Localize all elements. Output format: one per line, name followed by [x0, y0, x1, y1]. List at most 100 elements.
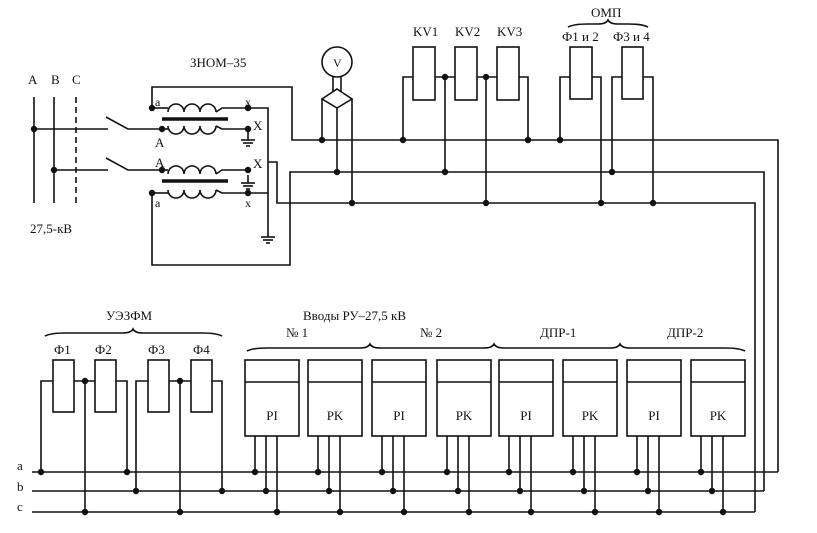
junction-dot — [244, 166, 252, 174]
junction-dot — [556, 136, 564, 144]
junction-dot — [244, 125, 252, 133]
junction-dot — [644, 487, 652, 495]
omp-relay-1 — [569, 46, 593, 100]
junction-dot — [482, 199, 490, 207]
voltmeter-icon — [321, 46, 353, 78]
relay-pi: PI — [626, 359, 682, 516]
junction-dot — [441, 168, 449, 176]
inputs-title: Вводы РУ–27,5 кВ — [303, 308, 406, 323]
junction-dot — [262, 487, 270, 495]
group-dpr2-label: ДПР-2 — [667, 325, 703, 340]
uezfm-f2: Ф2 — [95, 342, 112, 357]
bus-b-label: b — [17, 479, 24, 494]
relay-box — [562, 359, 618, 437]
junction-dot — [399, 136, 407, 144]
junction-dot — [50, 166, 58, 174]
t1-A-label: A — [155, 135, 165, 150]
wire — [215, 189, 248, 194]
return-wire-b — [151, 171, 765, 491]
junction-dot — [132, 487, 140, 495]
brace — [567, 18, 649, 28]
junction-dot — [708, 487, 716, 495]
junction-dot — [37, 468, 45, 476]
omp-item-2: Ф3 и 4 — [613, 29, 650, 44]
junction-dot — [123, 468, 131, 476]
transformer-1-primary-coil — [167, 125, 217, 135]
relay-box — [626, 359, 682, 437]
uezfm-title: УЭЗФМ — [106, 308, 153, 323]
junction-dot — [591, 508, 599, 516]
brace — [246, 342, 746, 352]
relay-pk: PK — [307, 359, 363, 516]
relay-pk: PK — [562, 359, 618, 516]
uezfm-relay-f3 — [147, 359, 170, 413]
junction-dot — [389, 487, 397, 495]
transformer-1-secondary-coil — [167, 103, 217, 113]
uezfm-relay-f4 — [190, 359, 213, 413]
return-wire-a — [151, 86, 779, 472]
switch-1 — [105, 116, 162, 130]
uezfm-f4: Ф4 — [193, 342, 210, 357]
junction-dot — [400, 508, 408, 516]
relay-label: PI — [393, 408, 405, 423]
junction-dot — [158, 166, 166, 174]
relay-pk: PK — [436, 359, 492, 516]
uezfm-f3: Ф3 — [148, 342, 165, 357]
voltage-label: 27,5-кВ — [30, 221, 72, 236]
relay-box — [244, 359, 300, 437]
group-1-label: № 1 — [286, 325, 308, 340]
kv1-relay — [412, 46, 436, 101]
junction-dot — [608, 168, 616, 176]
junction-dot — [318, 136, 326, 144]
omp-item-1: Ф1 и 2 — [562, 29, 599, 44]
junction-dot — [580, 487, 588, 495]
junction-dot — [314, 468, 322, 476]
omp-relay-2 — [621, 46, 644, 100]
junction-dot — [378, 468, 386, 476]
junction-dot — [443, 468, 451, 476]
relay-label: PI — [266, 408, 278, 423]
junction-dot — [454, 487, 462, 495]
transformer-2-primary-coil — [167, 165, 217, 175]
wire — [215, 107, 248, 113]
return-wire-c — [268, 161, 756, 512]
phase-c-label: C — [72, 72, 81, 87]
transformer-2-secondary-coil — [167, 189, 217, 199]
junction-dot — [81, 508, 89, 516]
relay-label: PK — [456, 408, 473, 423]
wire — [215, 169, 248, 175]
t2-x-label: x — [245, 196, 251, 210]
omp-title: ОМП — [591, 5, 621, 20]
relay-pi: PI — [244, 359, 300, 516]
kv1-label: KV1 — [413, 24, 438, 39]
wire — [215, 125, 248, 130]
junction-dot — [176, 508, 184, 516]
junction-dot — [633, 468, 641, 476]
relay-pk: PK — [690, 359, 746, 516]
relay-box — [436, 359, 492, 437]
uezfm-f1: Ф1 — [54, 342, 71, 357]
kv2-relay — [454, 46, 478, 101]
junction-dot — [158, 125, 166, 133]
relay-pi: PI — [371, 359, 427, 516]
junction-dot — [597, 199, 605, 207]
voltmeter-label: V — [333, 56, 342, 70]
junction-dot — [273, 508, 281, 516]
junction-dot — [505, 468, 513, 476]
wiring — [30, 18, 779, 516]
phase-b-label: B — [51, 72, 60, 87]
rectifier-bridge-icon — [320, 88, 354, 109]
junction-dot — [336, 508, 344, 516]
junction-dot — [465, 508, 473, 516]
relay-label: PI — [648, 408, 660, 423]
group-dpr1-label: ДПР-1 — [540, 325, 576, 340]
junction-dot — [325, 487, 333, 495]
t2-a-label: a — [155, 196, 161, 210]
relay-box — [307, 359, 363, 437]
t1-a-label: a — [155, 95, 161, 109]
junction-dot — [649, 199, 657, 207]
junction-dot — [516, 487, 524, 495]
kv3-label: KV3 — [497, 24, 522, 39]
relay-label: PK — [710, 408, 727, 423]
